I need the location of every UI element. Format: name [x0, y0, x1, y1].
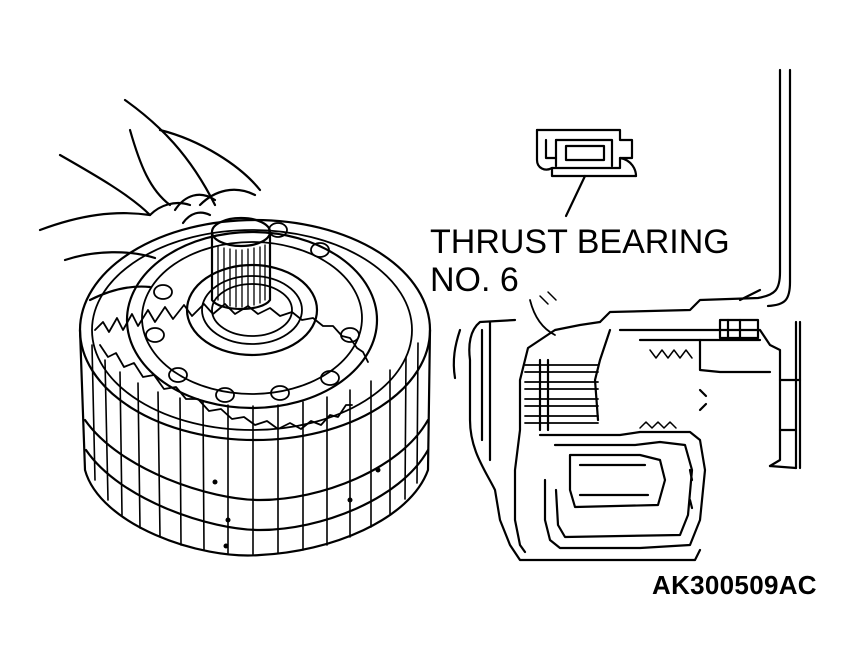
callout-thrust-bearing-label: THRUST BEARING	[430, 223, 730, 261]
hand-illustration	[38, 98, 262, 302]
transmission-cross-section	[452, 68, 802, 562]
figure-reference-code: AK300509AC	[652, 570, 817, 600]
thrust-bearing-detail	[535, 128, 638, 218]
clutch-drum-assembly	[78, 216, 432, 557]
callout-bearing-number-label: NO. 6	[430, 261, 519, 299]
